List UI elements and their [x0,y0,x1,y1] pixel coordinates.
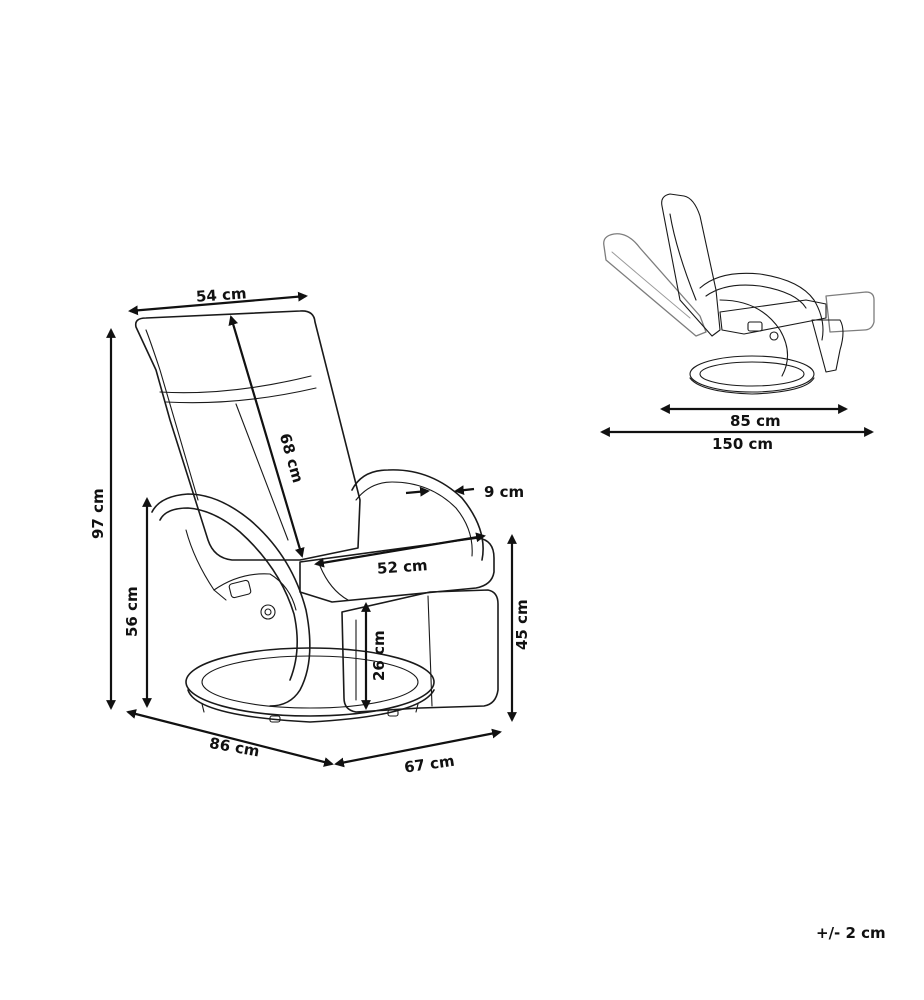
label-reclined-depth: 85 cm [730,412,781,430]
dim-line-armrest-left [405,486,430,497]
dim-line-base [334,728,502,768]
dim-line-seat-width [314,532,486,568]
dimension-lines [106,291,874,768]
label-base-width: 67 cm [403,752,456,777]
dim-line-depth [126,709,334,767]
label-backrest-length: 68 cm [276,431,307,485]
label-armrest-width: 9 cm [484,483,524,501]
label-width-top: 54 cm [195,284,247,305]
dim-line-armrest-right [454,485,475,496]
label-reclined-length: 150 cm [712,435,773,453]
label-total-height: 97 cm [89,488,107,539]
label-armrest-height: 56 cm [123,586,141,637]
dim-line-backrest [228,315,305,558]
dim-line-width-top [128,291,308,316]
label-footrest-height: 26 cm [370,630,388,681]
label-seat-height: 45 cm [513,599,531,650]
tolerance-note: +/- 2 cm [816,924,886,942]
dimension-labels: 54 cm 68 cm 97 cm 56 cm 9 cm 52 cm 45 cm… [89,284,886,942]
reclined-chair-drawing [603,193,875,395]
recliner-chair-drawing [134,310,499,723]
label-seat-width: 52 cm [376,556,428,577]
label-depth: 86 cm [208,734,261,761]
